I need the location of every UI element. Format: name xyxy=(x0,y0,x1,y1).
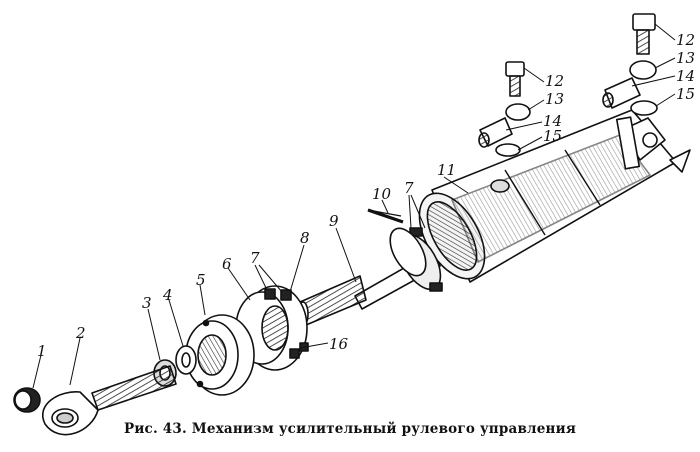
callout-15-lower: 15 xyxy=(543,127,562,145)
callout-13-lower: 13 xyxy=(545,90,564,108)
callout-13-upper: 13 xyxy=(676,49,695,67)
piston-rod-part xyxy=(297,227,443,327)
large-nut-part xyxy=(185,314,255,396)
callout-15-upper: 15 xyxy=(676,85,695,103)
callout-11: 11 xyxy=(437,161,456,179)
figure-caption: Рис. 43. Механизм усилительный рулевого … xyxy=(123,421,577,437)
callout-9: 9 xyxy=(329,212,339,230)
callout-4: 4 xyxy=(162,286,173,304)
callout-6: 6 xyxy=(222,255,232,273)
cotter-pin-part xyxy=(367,208,404,224)
callout-16: 16 xyxy=(329,335,349,353)
cylinder-body-part xyxy=(418,109,691,283)
callout-14-lower: 14 xyxy=(543,112,562,130)
callout-12-upper: 12 xyxy=(676,31,695,49)
fitting-set-upper xyxy=(602,13,658,116)
callout-2: 2 xyxy=(75,324,86,342)
callout-5: 5 xyxy=(196,271,206,289)
callout-1: 1 xyxy=(37,342,47,360)
washer-part xyxy=(175,345,197,375)
callout-3: 3 xyxy=(142,294,152,312)
bushing-part xyxy=(13,387,41,413)
callout-8: 8 xyxy=(300,229,310,247)
fitting-set-lower xyxy=(478,61,531,157)
leader-lines xyxy=(32,23,676,389)
tie-rod-end-part xyxy=(42,365,177,436)
callout-14-upper: 14 xyxy=(676,67,695,85)
callout-12-lower: 12 xyxy=(545,72,564,90)
callout-7-lower: 7 xyxy=(250,249,260,267)
callout-10: 10 xyxy=(372,185,392,203)
callout-labels: 1 2 3 4 5 6 7 8 9 10 7 11 16 12 13 14 15… xyxy=(37,31,695,360)
callout-7-upper: 7 xyxy=(404,179,414,197)
